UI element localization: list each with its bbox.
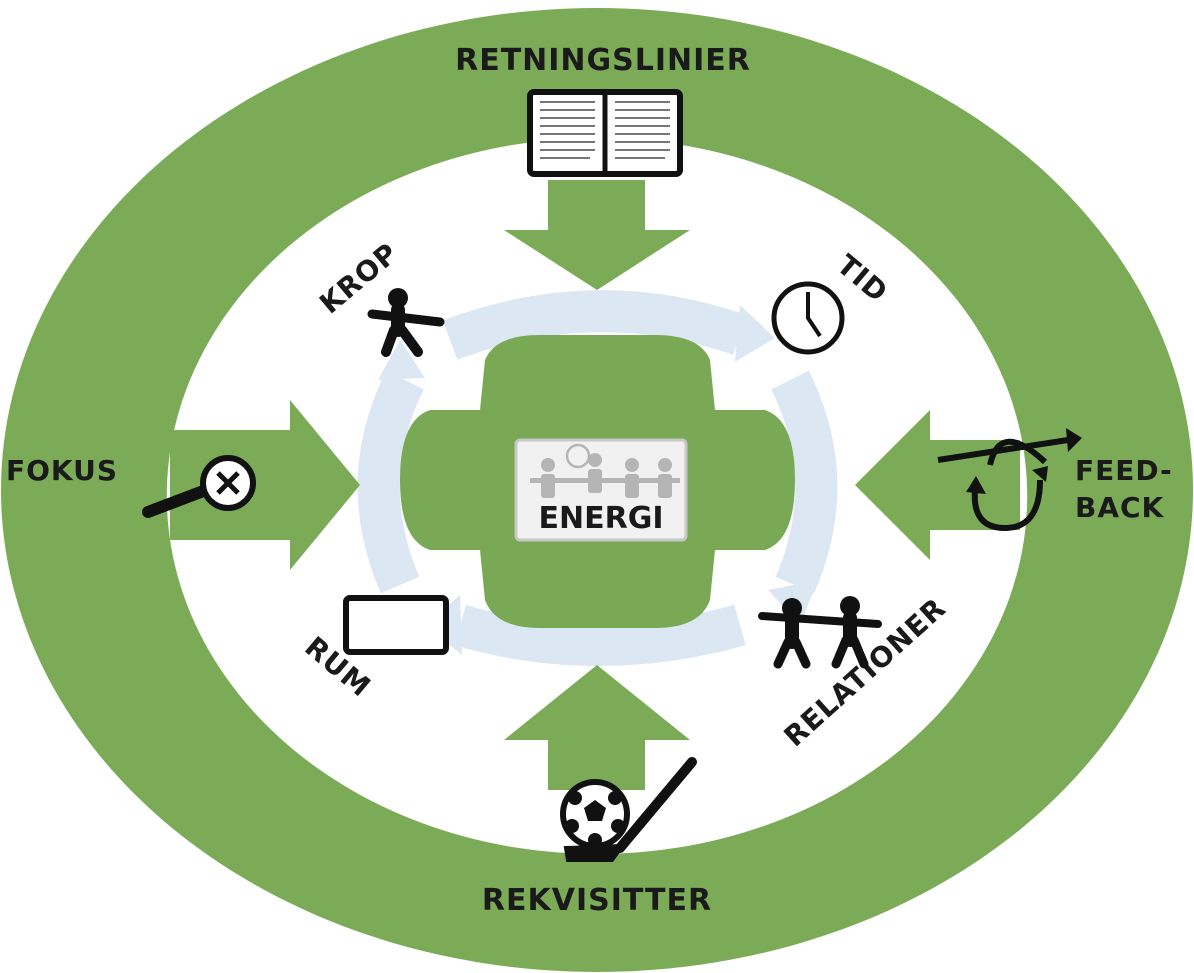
hockey-stick-icon (563, 757, 697, 862)
label-feedback-1: FEED- (1075, 454, 1173, 487)
center-label: ENERGI (539, 501, 664, 536)
energi-clock-icon (565, 443, 591, 469)
label-tid: TID (831, 248, 895, 309)
label-krop: KROP (313, 236, 404, 320)
person-icon (367, 288, 445, 357)
energi-people-icon (530, 453, 680, 498)
cycle-arrows (357, 290, 838, 666)
cycle-arrow-top (442, 290, 747, 360)
label-feedback-2: BACK (1075, 491, 1165, 524)
cycle-arrow-bottom (454, 604, 746, 666)
magnifier-icon (142, 455, 256, 518)
cycle-arrow-left (357, 370, 424, 594)
label-retningslinier: RETNINGSLINIER (455, 43, 751, 78)
inward-arrows (170, 180, 1020, 790)
ball-icon (560, 779, 630, 849)
label-fokus: FOKUS (6, 454, 118, 487)
arrow-bottom (504, 665, 690, 790)
feedback-cycle-icon (937, 428, 1082, 532)
arrow-top (504, 180, 690, 290)
energi-box: ENERGI (514, 438, 688, 542)
cycle-arrow-right (771, 370, 838, 594)
open-book-icon (527, 89, 683, 177)
arrow-right (855, 410, 1020, 560)
people-holding-hands-icon (758, 596, 882, 669)
label-rekvisitter: REKVISITTER (482, 883, 712, 918)
clock-icon (771, 281, 845, 355)
arrow-left (170, 400, 360, 570)
rectangle-icon (343, 595, 449, 655)
